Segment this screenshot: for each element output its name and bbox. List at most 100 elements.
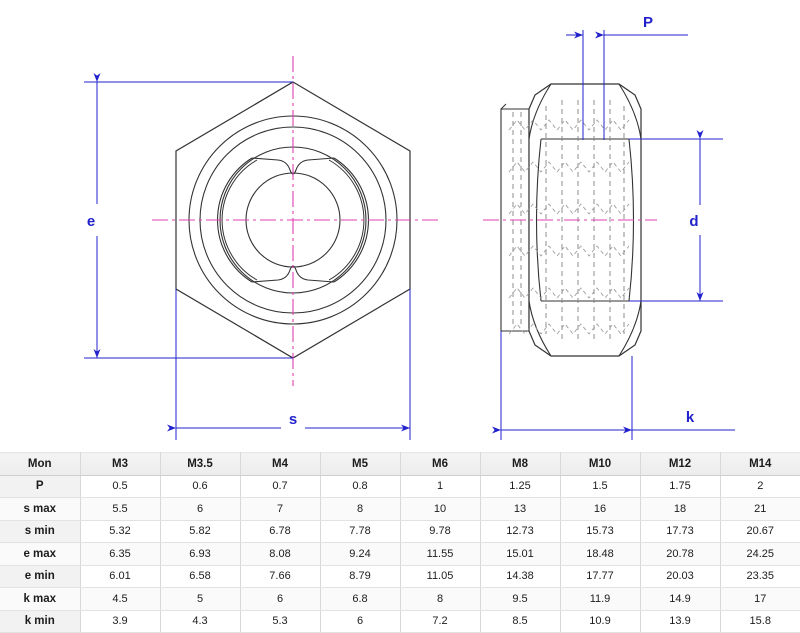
table-row-header: P [0,475,81,498]
table-cell: 6.01 [80,565,161,588]
table-cell: 14.9 [640,587,721,611]
table-cell: 6 [160,497,241,521]
table-cell: 5.82 [160,520,241,543]
table-cell: 5.5 [80,497,161,521]
table-header-cell-metric: Mon [0,452,81,476]
table-cell: 12.73 [480,520,561,543]
table-cell: 10 [400,497,481,521]
table-cell: 1.5 [560,475,641,498]
side-view-band-left-curve [535,138,542,302]
table-cell: 11.55 [400,542,481,566]
table-cell: 6 [320,610,401,633]
table-cell: 7 [240,497,321,521]
table-cell: 20.78 [640,542,721,566]
table-cell: 21 [720,497,800,521]
table-cell: 6.93 [160,542,241,566]
table-cell: 2 [720,475,800,498]
table-cell: 8 [400,587,481,611]
table-row-header: e max [0,542,81,566]
table-cell: 16 [560,497,641,521]
table-row-header: s min [0,520,81,543]
table-row-header: s max [0,497,81,521]
table-header-cell-m5: M5 [320,452,401,476]
table-header-cell-m3: M3 [80,452,161,476]
table-cell: 1.75 [640,475,721,498]
dimension-d: d [629,130,723,302]
table-cell: 24.25 [720,542,800,566]
table-cell: 1 [400,475,481,498]
table-cell: 6.8 [320,587,401,611]
table-cell: 8.5 [480,610,561,633]
table-cell: 13.9 [640,610,721,633]
table-cell: 9.24 [320,542,401,566]
table-cell: 20.67 [720,520,800,543]
table-cell: 7.66 [240,565,321,588]
side-view-chamfer-arc-top-right [618,83,642,140]
table-cell: 18.48 [560,542,641,566]
dimension-d-label: d [689,213,698,230]
table-cell: 8.79 [320,565,401,588]
dimension-k: k [492,331,735,440]
dimension-P-label: P [643,14,653,31]
table-cell: 6.78 [240,520,321,543]
table-cell: 3.9 [80,610,161,633]
dimension-e: e [84,73,293,359]
table-cell: 6.58 [160,565,241,588]
dimension-P: P [566,14,688,140]
hex-lock-nut-front-view: e s [84,56,442,440]
dimension-e-label: e [87,213,95,230]
table-cell: 7.78 [320,520,401,543]
table-header-cell-m4: M4 [240,452,321,476]
side-view-chamfer-arc-bottom-right [618,300,642,357]
table-header-cell-m8: M8 [480,452,561,476]
table-cell: 9.5 [480,587,561,611]
hex-lock-nut-side-view: P d [483,14,735,440]
dimension-s-label: s [289,411,297,428]
lock-collar-arc-left-inner [221,159,258,281]
dimension-s: s [167,289,411,440]
table-cell: 18 [640,497,721,521]
table-cell: 15.73 [560,520,641,543]
table-cell: 6.35 [80,542,161,566]
table-cell: 0.5 [80,475,161,498]
technical-drawing-area: e s [84,14,735,440]
table-cell: 17.73 [640,520,721,543]
table-row-header: k max [0,587,81,611]
table-header-cell-m3.5: M3.5 [160,452,241,476]
table-row-header: k min [0,610,81,633]
table-cell: 6 [240,587,321,611]
table-cell: 10.9 [560,610,641,633]
side-view-rear-face-edge [500,103,507,110]
table-cell: 17 [720,587,800,611]
table-cell: 23.35 [720,565,800,588]
table-cell: 11.9 [560,587,641,611]
table-cell: 5 [160,587,241,611]
table-header-cell-m10: M10 [560,452,641,476]
table-cell: 15.01 [480,542,561,566]
table-header-cell-m14: M14 [720,452,800,476]
table-cell: 1.25 [480,475,561,498]
side-view-chamfer-arc-top [528,83,552,140]
table-cell: 11.05 [400,565,481,588]
table-cell: 13 [480,497,561,521]
table-cell: 8.08 [240,542,321,566]
table-cell: 17.77 [560,565,641,588]
table-row-header: e min [0,565,81,588]
table-cell: 4.5 [80,587,161,611]
table-cell: 7.2 [400,610,481,633]
table-cell: 0.8 [320,475,401,498]
table-cell: 5.32 [80,520,161,543]
table-cell: 15.8 [720,610,800,633]
table-cell: 0.6 [160,475,241,498]
